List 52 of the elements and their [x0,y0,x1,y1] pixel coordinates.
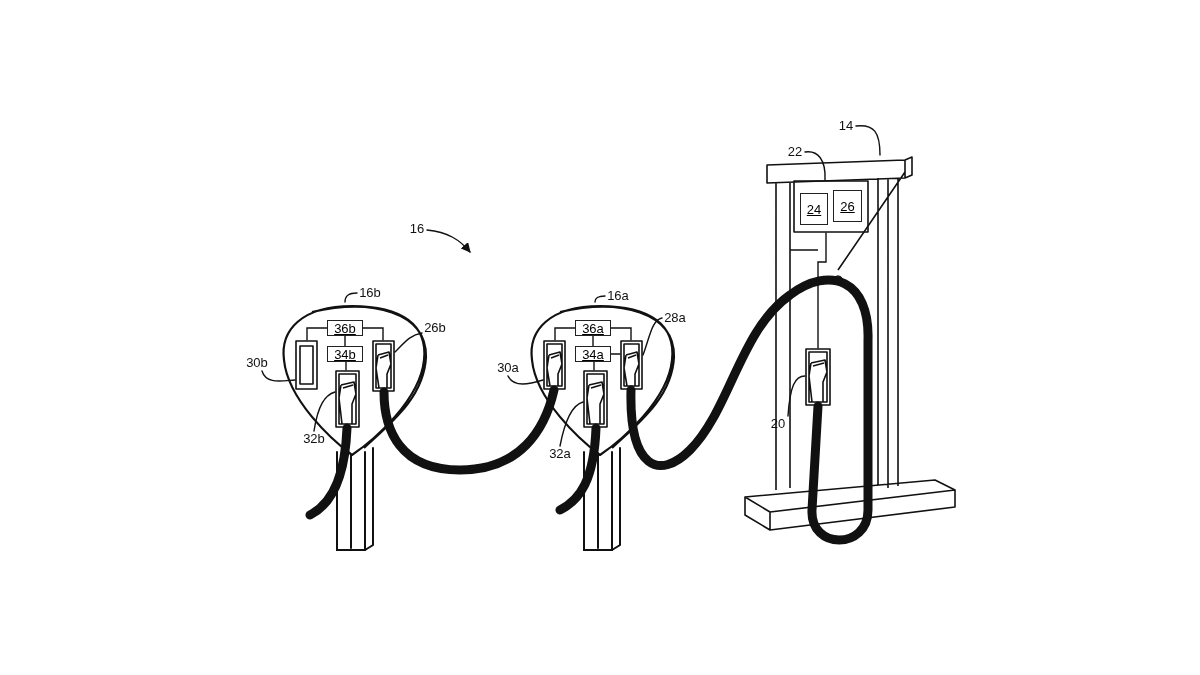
connection-line [306,327,328,341]
reference-numeral: 30a [495,360,521,376]
display-panel [793,180,869,233]
reference-numeral: 32b [301,431,327,447]
reference-numeral: 28a [662,310,688,326]
reference-numeral: 16b [357,285,383,301]
reference-numeral: 14 [836,118,856,134]
connection-line [610,353,621,355]
connection-line [610,327,632,341]
leader-line [344,292,358,303]
display-element: 26 [833,190,862,222]
leader-line [313,391,336,432]
charging-station-drawing [745,155,956,533]
leader-line [394,332,423,353]
display-element: 24 [800,193,828,225]
leader-line [507,375,544,385]
reference-numeral: 32a [547,446,573,462]
holster-drawing [620,340,643,390]
connection-line [817,232,827,349]
module-box: 36b [327,320,363,336]
reference-numeral: 26b [422,320,448,336]
connection-line [344,335,346,347]
leader-line [855,125,881,156]
leader-line [642,317,663,356]
reference-numeral: 30b [244,355,270,371]
cable [626,275,873,545]
module-box: 34b [327,346,363,362]
cable [555,423,601,515]
module-box: 34a [575,346,611,362]
leader-line [261,370,296,382]
connection-line [554,327,576,341]
reference-numeral: 16 [407,221,427,237]
connection-line [592,335,594,347]
leader-line [559,401,584,447]
holster-drawing [583,370,608,428]
cable [379,385,559,475]
module-box: 36a [575,320,611,336]
holster-drawing [295,340,318,390]
holster-drawing [372,340,395,392]
connection-line [345,361,347,371]
reference-numeral: 22 [785,144,805,160]
holster-drawing [335,370,360,428]
leader-line [804,151,826,181]
arrow [426,229,471,253]
connection-line [362,327,384,341]
leader-line [594,295,606,303]
holster-drawing [543,340,566,390]
cable [305,423,352,520]
connector-drawing [805,348,831,406]
connection-line [593,361,595,371]
leader-line [787,375,806,417]
reference-numeral: 16a [605,288,631,304]
